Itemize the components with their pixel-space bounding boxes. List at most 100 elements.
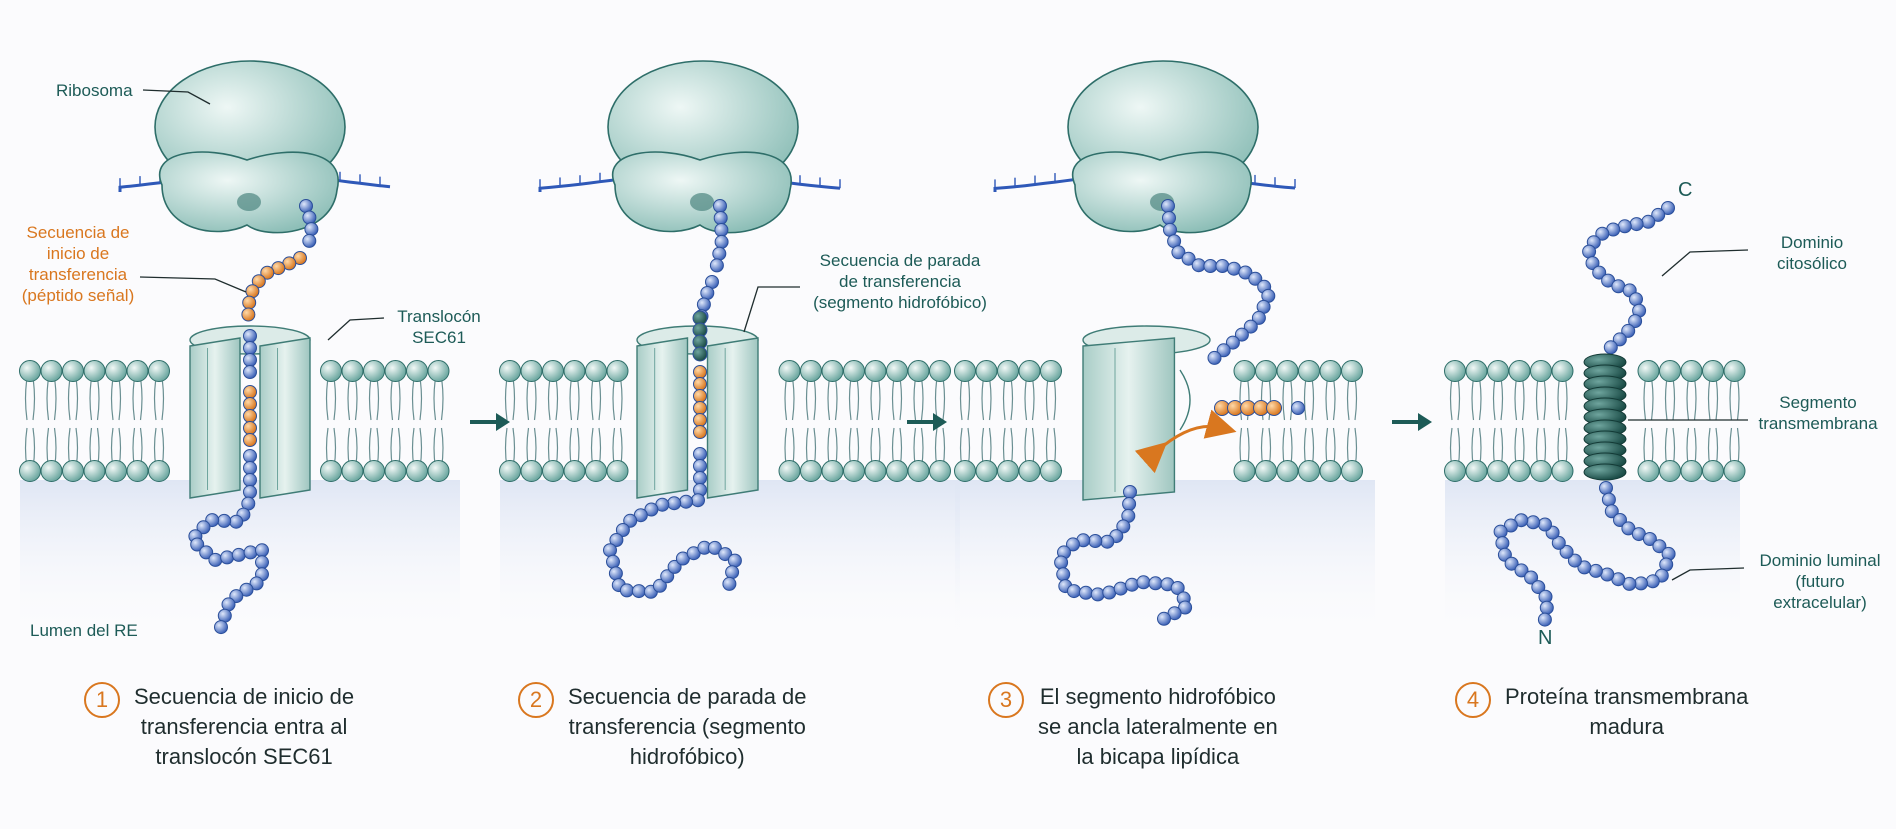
amino-acid-bead xyxy=(1642,532,1657,546)
amino-acid-bead xyxy=(1248,271,1263,286)
lipid-head xyxy=(778,360,801,382)
amino-acid-bead xyxy=(707,540,722,555)
lipid-bilayer xyxy=(19,360,450,482)
transmembrane-segment-label: Segmento transmembrana xyxy=(1758,393,1878,433)
amino-acid-bead xyxy=(217,513,232,528)
amino-acid-bead xyxy=(1585,256,1600,271)
nascent-chain xyxy=(299,199,319,248)
amino-acid-bead xyxy=(1495,536,1510,551)
lipid-head xyxy=(40,360,63,382)
amino-acid-bead xyxy=(190,537,205,552)
lipid-head xyxy=(1018,360,1041,382)
amino-acid-bead xyxy=(1123,485,1137,499)
lipid-head xyxy=(1018,460,1041,482)
amino-acid-bead xyxy=(1652,539,1667,554)
amino-acid-bead xyxy=(304,222,319,237)
amino-acid-bead xyxy=(1604,504,1619,519)
signal-peptide-label: Secuencia de inicio de transferencia (pé… xyxy=(21,223,135,305)
amino-acid-bead xyxy=(1215,259,1230,273)
lipid-head xyxy=(1444,460,1466,482)
amino-acid-bead xyxy=(1216,343,1231,358)
lipid-head xyxy=(1233,460,1256,482)
amino-acid-bead xyxy=(709,258,724,273)
amino-acid-bead xyxy=(1629,217,1644,232)
lipid-tail xyxy=(1686,377,1697,421)
lipid-head xyxy=(1255,360,1277,382)
lipid-tail xyxy=(1729,377,1740,421)
lipid-tail xyxy=(132,377,143,421)
lipid-head xyxy=(1298,360,1320,382)
luminal-chain xyxy=(188,449,269,635)
amino-acid-bead xyxy=(242,295,257,310)
lipid-head xyxy=(62,360,84,382)
leader-line xyxy=(1661,249,1749,277)
step-1-number: 1 xyxy=(84,682,120,718)
lipid-head xyxy=(997,460,1019,482)
ribosome-exit-tunnel xyxy=(237,193,261,211)
lipid-head xyxy=(821,360,844,382)
amino-acid-bead xyxy=(609,533,624,547)
lipid-tail xyxy=(67,377,79,421)
amino-acid-bead xyxy=(243,545,258,560)
ribosome-small-subunit xyxy=(1071,151,1252,234)
lipid-tail xyxy=(805,377,817,421)
amino-acid-bead xyxy=(693,447,707,461)
lipid-tail xyxy=(1346,377,1358,421)
lipid-tail xyxy=(110,377,122,421)
amino-acid-bead xyxy=(1088,534,1103,548)
amino-acid-bead xyxy=(299,199,313,213)
lipid-head xyxy=(606,360,629,382)
amino-acid-bead xyxy=(712,246,727,261)
amino-acid-bead xyxy=(1634,576,1648,591)
lipid-tail xyxy=(569,377,580,421)
lipid-head xyxy=(1702,460,1724,482)
lipid-head xyxy=(542,360,564,382)
amino-acid-bead xyxy=(1067,584,1081,599)
amino-acid-bead xyxy=(1125,577,1139,592)
lipid-tail xyxy=(547,377,559,421)
amino-acid-bead xyxy=(231,547,246,562)
lipid-head xyxy=(406,460,428,482)
sec61-translocon xyxy=(1082,325,1211,501)
lipid-head xyxy=(363,460,385,482)
stop-transfer-dark-segment xyxy=(692,310,708,362)
leader-line xyxy=(142,89,211,105)
amino-acid-bead xyxy=(1577,560,1592,575)
luminal-domain-label: Dominio luminal (futuro extracelular) xyxy=(1759,551,1881,612)
amino-acid-bead xyxy=(1539,600,1554,615)
lipid-head xyxy=(563,360,586,382)
lipid-head xyxy=(585,360,607,382)
amino-acid-bead xyxy=(679,494,694,509)
lipid-head xyxy=(499,460,521,482)
lipid-head xyxy=(148,460,170,482)
amino-acid-bead xyxy=(1162,211,1176,225)
amino-acid-bead xyxy=(1621,323,1636,338)
lipid-tail xyxy=(870,377,881,421)
lipid-head xyxy=(1487,360,1509,382)
amino-acid-bead xyxy=(1078,585,1093,600)
lipid-head xyxy=(1465,360,1488,382)
amino-acid-bead xyxy=(1524,570,1539,585)
lipid-head xyxy=(606,460,629,482)
lipid-bilayer xyxy=(1444,360,1746,482)
amino-acid-bead xyxy=(255,555,269,570)
amino-acid-bead xyxy=(693,401,707,415)
lipid-tail xyxy=(934,377,946,421)
lipid-tail xyxy=(1471,377,1482,421)
amino-acid-bead xyxy=(1234,327,1249,342)
amino-acid-bead xyxy=(243,341,257,355)
amino-acid-bead xyxy=(693,425,707,439)
lipid-tail xyxy=(526,377,537,421)
amino-acid-bead xyxy=(1251,310,1266,325)
lipid-head xyxy=(864,460,887,482)
ribosome xyxy=(154,60,346,234)
lipid-bilayer xyxy=(499,360,951,482)
lipid-head xyxy=(384,460,407,482)
lipid-head xyxy=(1551,360,1574,382)
amino-acid-bead xyxy=(667,496,682,511)
lipid-head xyxy=(1637,460,1660,482)
arrows-and-leaders xyxy=(139,89,1749,581)
amino-acid-bead xyxy=(1628,314,1643,329)
amino-acid-bead xyxy=(1526,515,1541,530)
